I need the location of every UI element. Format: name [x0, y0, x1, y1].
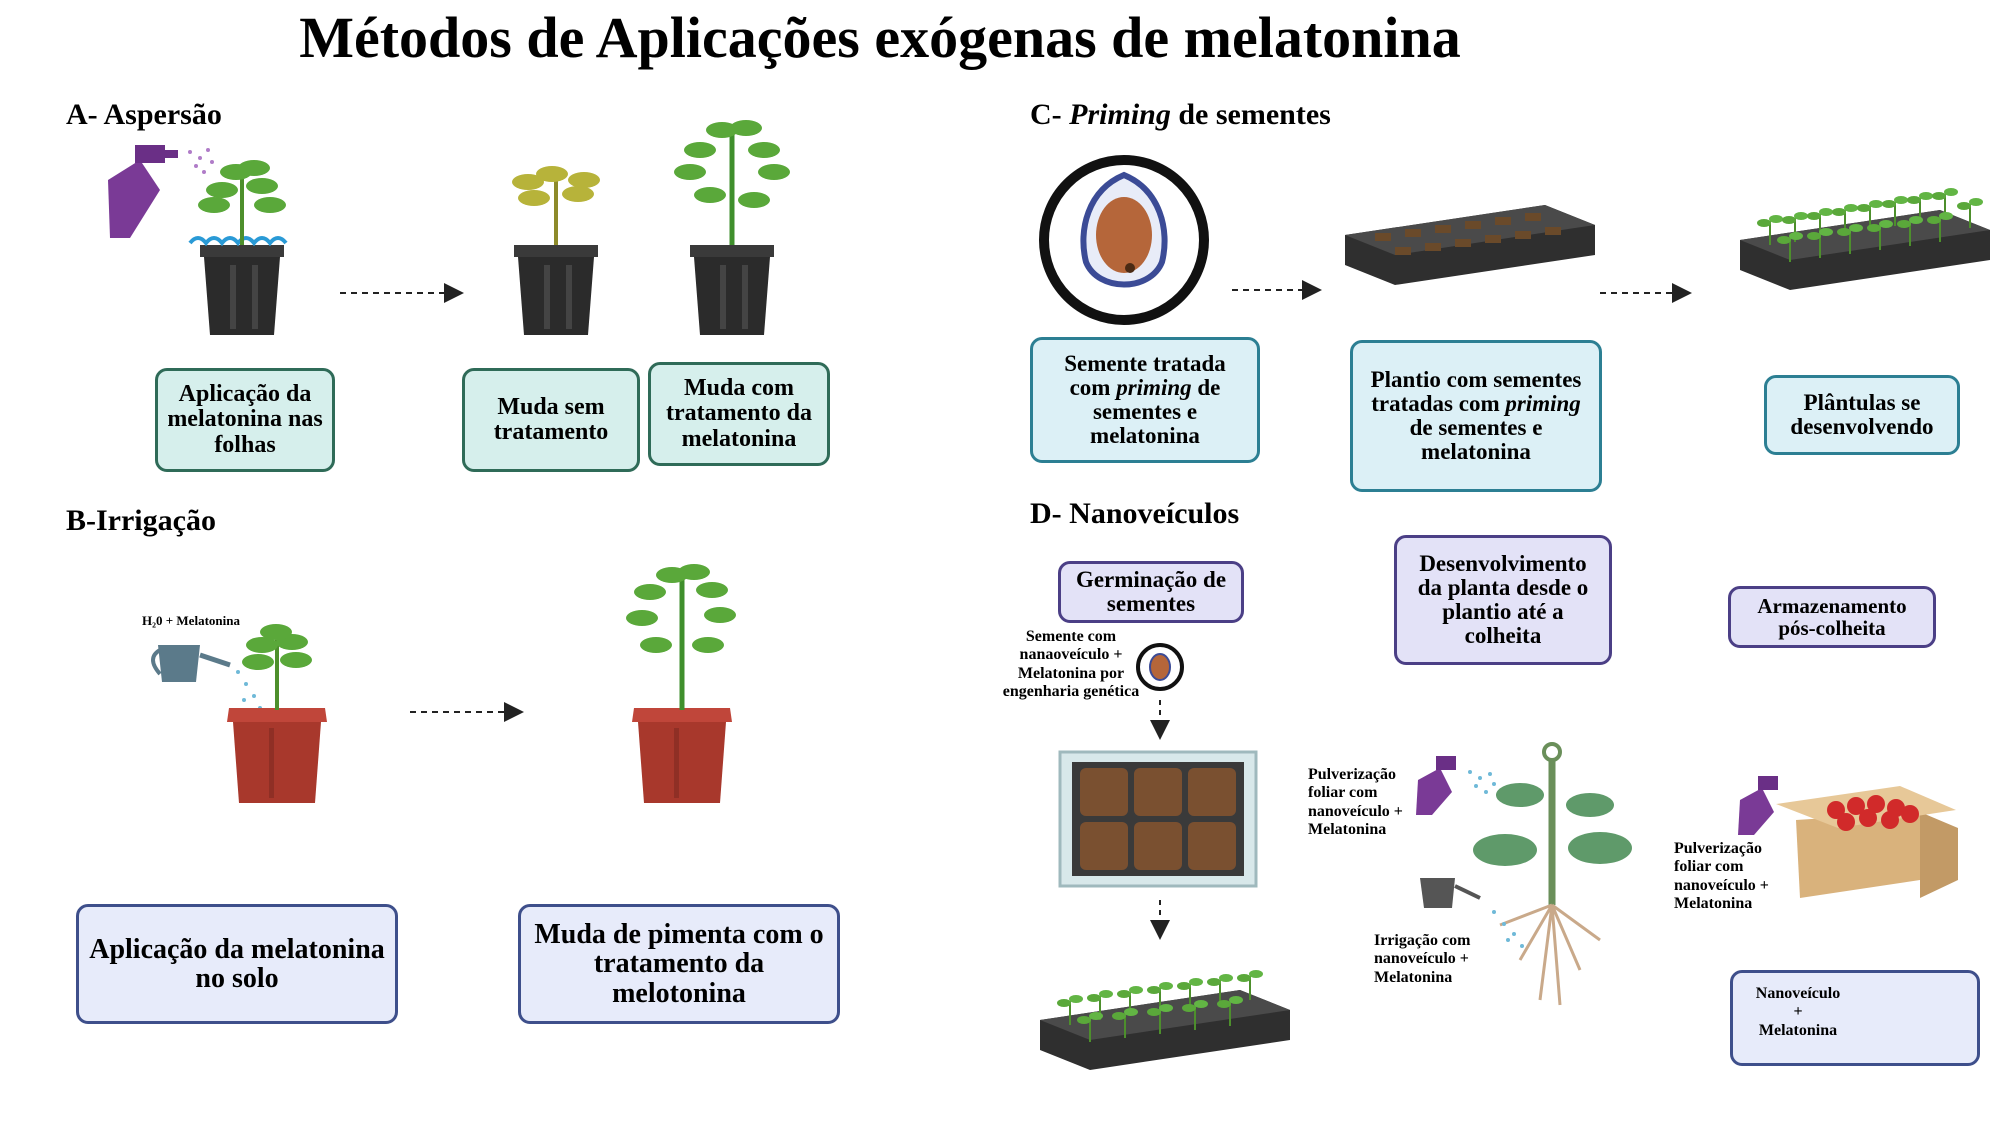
tall-plant-icon: [674, 120, 790, 245]
water-wave-icon: [188, 236, 288, 247]
tomato-box-icon: [1776, 786, 1958, 898]
section-a-title: A- Aspersão: [66, 98, 222, 131]
section-d-title: D- Nanoveículos: [1030, 497, 1240, 530]
c-box1-b: de sementes e melatonina: [1090, 374, 1221, 449]
box-d-germination: Germinação de sementes: [1058, 561, 1244, 623]
box-c-treated-seed: Semente tratada com priming de sementes …: [1030, 337, 1260, 463]
c-box1-i: priming: [1116, 374, 1192, 400]
watering-can-icon: [1420, 878, 1481, 908]
pot-icon: [514, 245, 598, 335]
legend-text: Nanoveículo + Melatonina: [1743, 985, 1853, 1040]
water-label: H₂0 + Melatonina: [142, 613, 240, 628]
water-drops-icon: [1492, 910, 1524, 948]
seed-circle-icon: [1039, 155, 1209, 325]
legend-box: Nanoveículo + Melatonina: [1730, 970, 1980, 1066]
spray-mist-icon: [188, 148, 214, 174]
seed-nano-label: Semente com nanaoveículo + Melatonina po…: [1002, 628, 1140, 701]
c-box2-a: Plantio com sementes tratadas com: [1370, 366, 1582, 416]
box-b-pepper: Muda de pimenta com o tratamento da melo…: [518, 904, 840, 1024]
section-c-title: C- Priming de sementes: [1030, 98, 1331, 132]
red-pot-icon: [227, 708, 327, 803]
postharvest-spray-label: Pulverização foliar com nanoveículo + Me…: [1674, 840, 1769, 913]
c-box2-i: priming: [1505, 390, 1581, 416]
box-a-untreated: Muda sem tratamento: [462, 368, 640, 472]
section-c-italic: Priming: [1069, 98, 1171, 131]
c-box2-b: de sementes e melatonina: [1409, 415, 1543, 465]
irrigation-nano-label: Irrigação com nanoveículo + Melatonina: [1374, 932, 1471, 986]
box-c-seedlings: Plântulas se desenvolvendo: [1764, 375, 1960, 455]
box-a-leaf-application: Aplicação da melatonina nas folhas: [155, 368, 335, 472]
c-box1-a: Semente tratada com: [1064, 350, 1226, 400]
yellow-seedling-icon: [512, 166, 600, 245]
red-pot-icon: [632, 708, 732, 803]
section-c-suffix: de sementes: [1170, 98, 1331, 131]
seedling-tray-icon: [1040, 969, 1290, 1070]
legend-plus: +: [1793, 1003, 1803, 1021]
box-d-storage: Armazenamento pós-colheita: [1728, 586, 1936, 648]
section-b-title: B-Irrigação: [66, 504, 216, 537]
pepper-seedling-icon: [242, 624, 312, 710]
pepper-plant-icon: [626, 564, 736, 710]
box-a-treated: Muda com tratamento da melatonina: [648, 362, 830, 466]
watering-can-icon: [151, 645, 231, 682]
box-c-planting: Plantio com sementes tratadas com primin…: [1350, 340, 1602, 492]
plant-with-roots-icon: [1473, 742, 1632, 1006]
section-c-prefix: C-: [1030, 98, 1070, 131]
box-d-development: Desenvolvimento da planta desde o planti…: [1394, 535, 1612, 665]
pot-icon: [690, 245, 774, 335]
spray-bottle-icon: [1416, 756, 1456, 815]
germination-tray-icon: [1058, 750, 1258, 888]
seedling-tray-icon: [1740, 187, 1990, 290]
legend-line2: Melatonina: [1758, 1021, 1838, 1039]
c-box1-text: Semente tratada com priming de sementes …: [1041, 350, 1249, 449]
page-title: Métodos de Aplicações exógenas de melato…: [299, 5, 1461, 70]
c-box2-text: Plantio com sementes tratadas com primin…: [1361, 366, 1591, 465]
pot-icon: [200, 245, 284, 335]
nano-particles-icon: [1468, 770, 1496, 794]
tomato-plant-icon: [198, 160, 286, 245]
spray-bottle-icon: [108, 145, 178, 238]
spray-nano-label: Pulverização foliar com nanoveículo + Me…: [1308, 766, 1403, 839]
legend-line1: Nanoveículo: [1755, 985, 1841, 1002]
box-b-soil: Aplicação da melatonina no solo: [76, 904, 398, 1024]
seed-small-icon: [1136, 643, 1184, 691]
seed-tray-icon: [1345, 205, 1595, 285]
spray-bottle-icon: [1738, 776, 1778, 835]
